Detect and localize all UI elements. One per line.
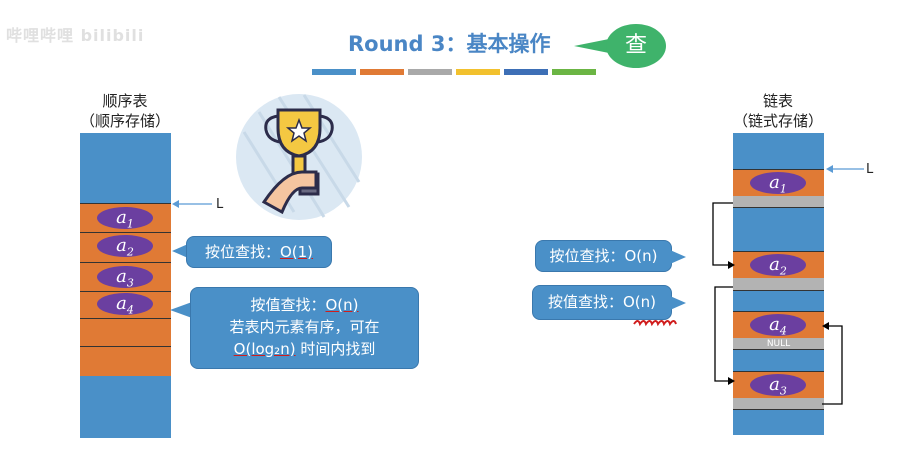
array-free-space-top (80, 133, 171, 203)
array-cell (80, 346, 171, 376)
color-bar-segment (408, 69, 452, 75)
node-next (733, 398, 824, 410)
seq-list-array: a1 a2 a3 a4 (80, 133, 171, 438)
seq-pointer-arrow (172, 200, 212, 208)
speech-bubble-tail (574, 38, 614, 54)
null-pointer-label: NULL (766, 339, 791, 349)
seq-access-by-position-callout: 按位查找：O(1) (186, 236, 332, 268)
linked-pointer-arrow (826, 165, 864, 173)
linked-list-memory: a1 a2 a4 NULL a3 (733, 133, 824, 435)
seq-search-by-value-callout: 按值查找：O(n) 若表内元素有序，可在 O(log₂n) 时间内找到 (190, 287, 419, 369)
element-pill: a4 (750, 314, 806, 338)
linked-access-by-position-callout: 按位查找：O(n) (535, 240, 672, 272)
element-pill: a2 (97, 235, 153, 259)
linked-pointer-label: L (866, 162, 874, 177)
color-bar-segment (552, 69, 596, 75)
element-pill: a4 (97, 293, 153, 317)
linked-search-by-value-callout: 按值查找：O(n) (532, 285, 672, 320)
linked-list-subcaption: （链式存储） (732, 112, 823, 130)
link-arrows-left (712, 202, 735, 385)
callout-tail (670, 296, 686, 310)
seq-pointer-label: L (216, 197, 224, 212)
node-next (733, 338, 824, 350)
element-pill: a2 (750, 254, 806, 278)
node-next (733, 278, 824, 291)
element-pill: a1 (750, 172, 806, 196)
trophy-hand-icon (236, 94, 362, 220)
color-bar-segment (504, 69, 548, 75)
seq-list-caption: 顺序表 (102, 92, 148, 110)
callout-tail (670, 250, 686, 264)
query-bubble: 查 (606, 24, 666, 68)
page-title: Round 3：基本操作 (348, 32, 551, 56)
node-next (733, 196, 824, 208)
watermark: 哔哩哔哩 bilibili (6, 26, 145, 45)
color-bar-segment (312, 69, 356, 75)
link-arrows-right (822, 322, 843, 405)
array-free-space-bottom (80, 376, 171, 438)
element-pill: a3 (750, 374, 806, 398)
array-cell (80, 318, 171, 346)
callout-tail (170, 302, 192, 318)
color-bar-segment (360, 69, 404, 75)
element-pill: a3 (97, 266, 153, 290)
seq-list-subcaption: （顺序存储） (79, 112, 170, 130)
callout-tail (172, 244, 188, 258)
element-pill: a1 (97, 207, 153, 231)
color-bar-segment (456, 69, 500, 75)
linked-list-caption: 链表 (762, 92, 793, 110)
red-scribble-mark (633, 320, 677, 327)
